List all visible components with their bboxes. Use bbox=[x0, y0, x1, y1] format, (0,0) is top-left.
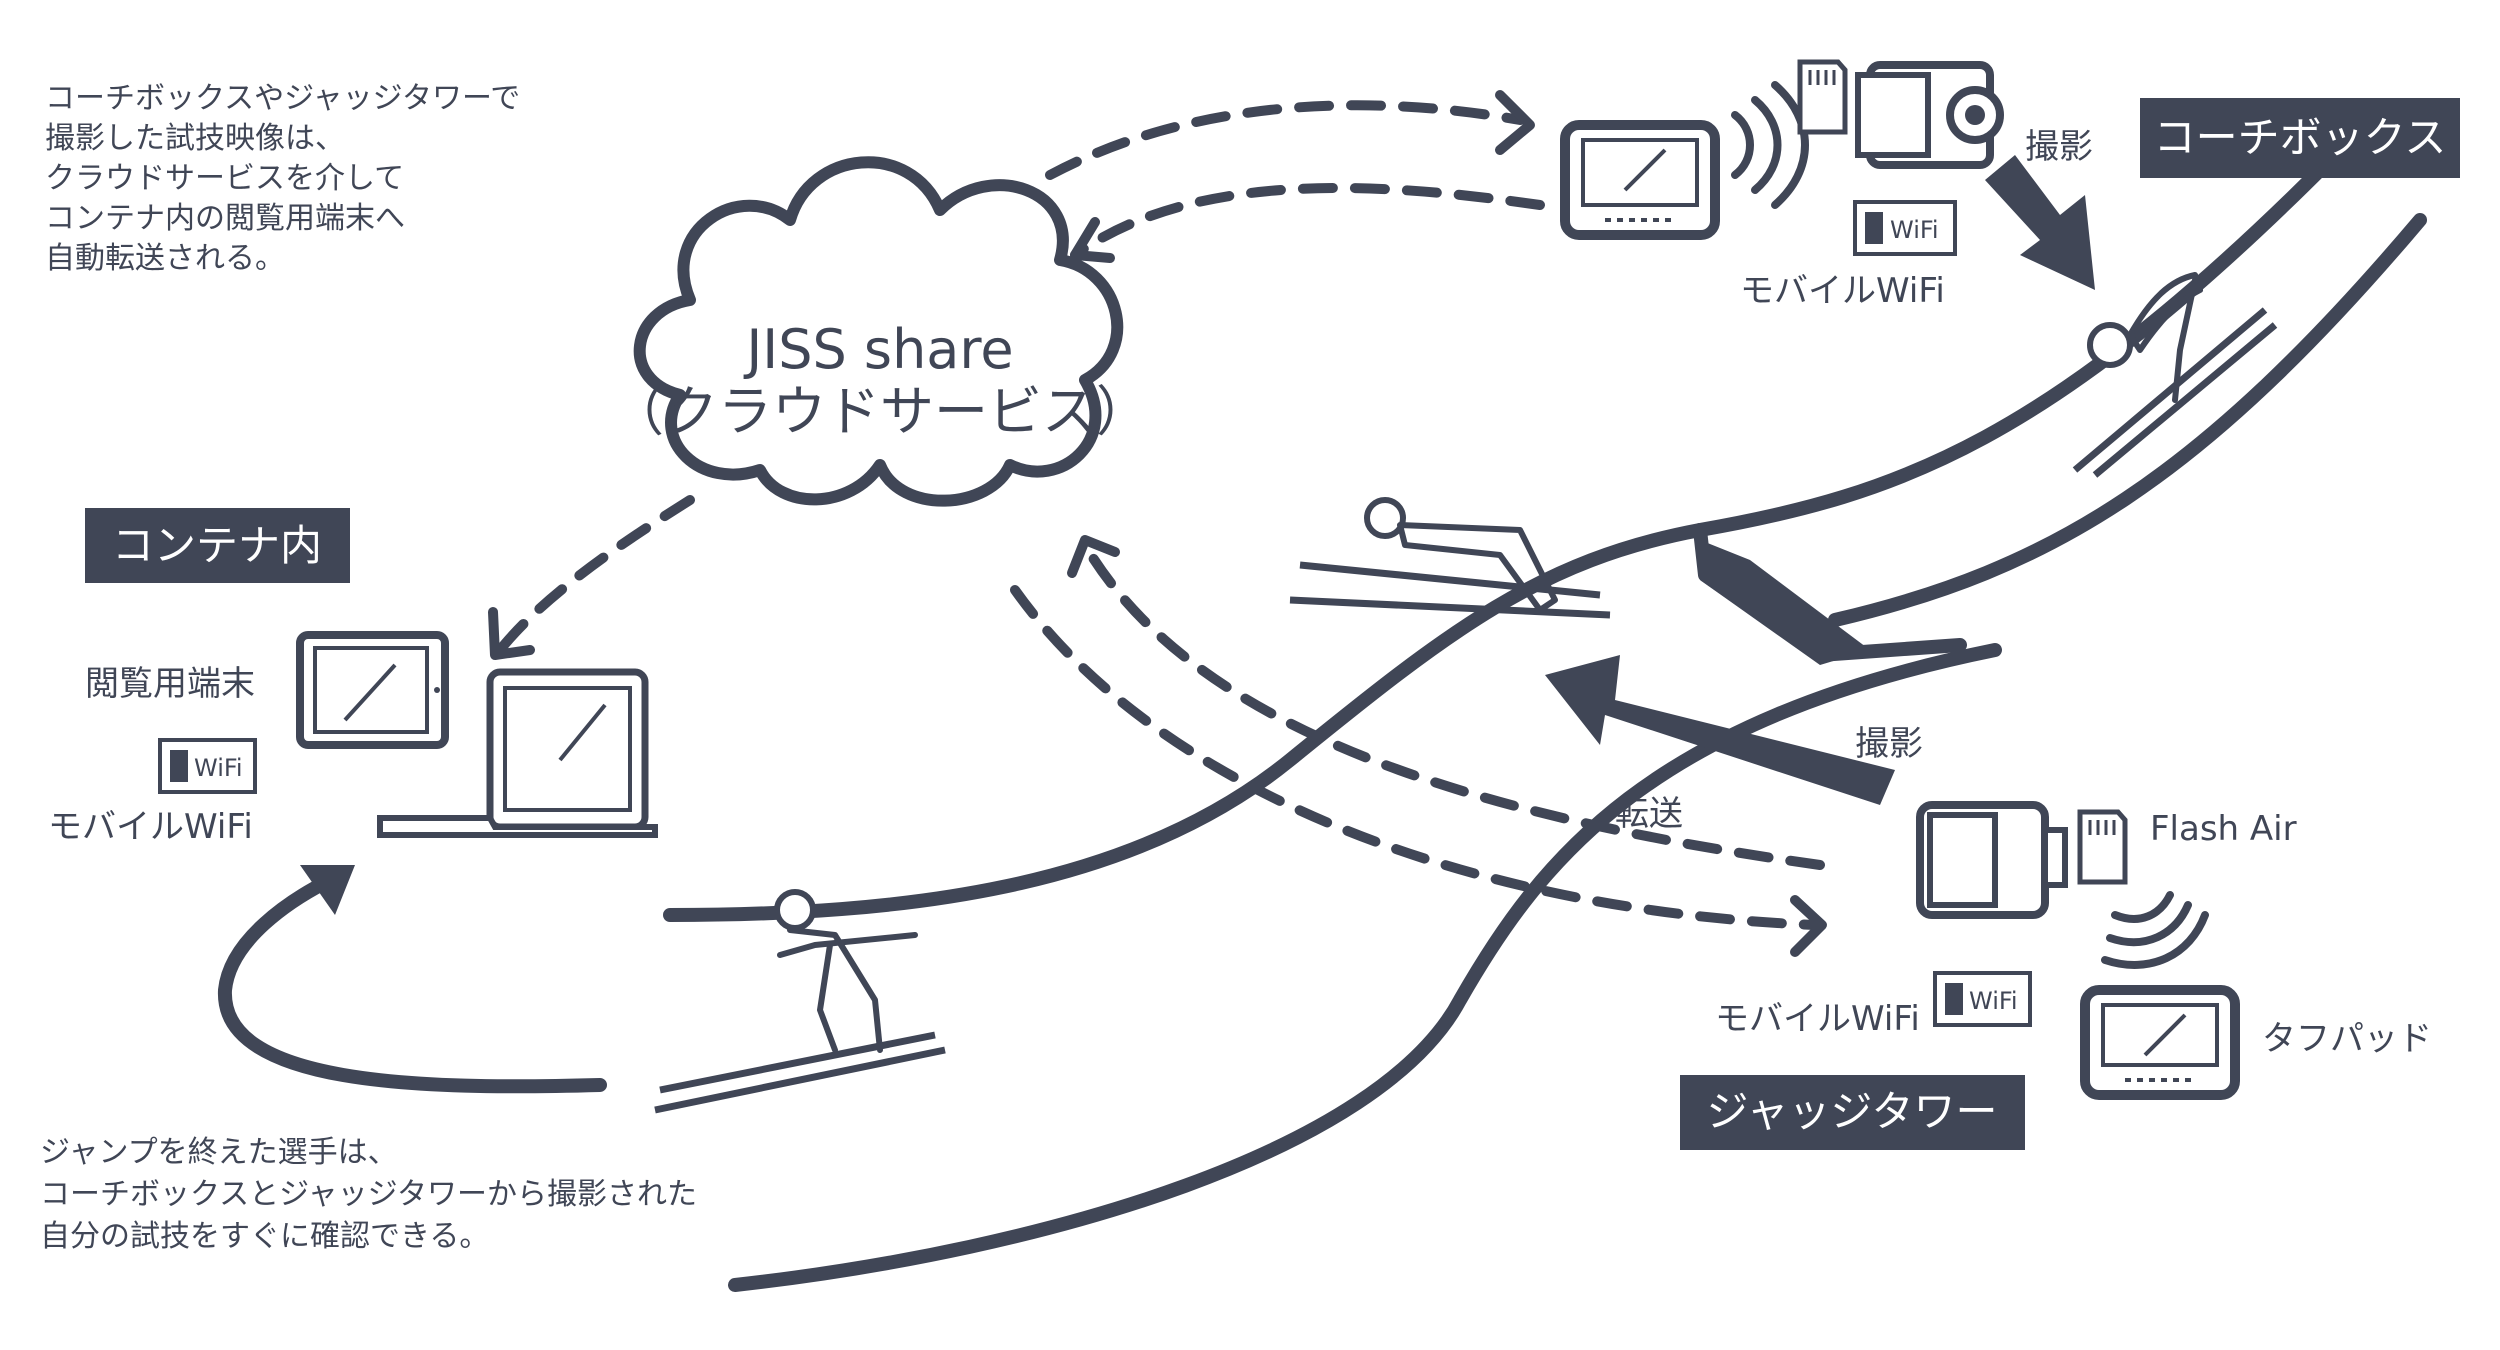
intro-note-line: コーチボックスやジャッジタワーで bbox=[45, 81, 520, 116]
wifi-signal-icon bbox=[2101, 891, 2209, 969]
ski-jumper-icon bbox=[2072, 272, 2278, 478]
wifi-badge-text: WiFi bbox=[194, 754, 243, 782]
svg-text:コンテナ内: コンテナ内 bbox=[112, 521, 322, 570]
tablet-icon bbox=[296, 631, 449, 749]
mobile-wifi-icon: WiFi bbox=[158, 738, 257, 794]
download-arrow-coach bbox=[1045, 90, 1535, 180]
transfer-label: 転送 bbox=[1615, 794, 1683, 834]
rugged-tablet-icon bbox=[1560, 120, 1720, 240]
mobile-wifi-icon: WiFi bbox=[1933, 971, 2032, 1027]
wifi-badge-text: WiFi bbox=[1969, 987, 2018, 1015]
intro-note-line: コンテナ内の閲覧用端末へ bbox=[45, 201, 405, 236]
judge-tower-label: ジャッジタワー bbox=[1680, 1075, 2025, 1150]
intro-note: コーチボックスやジャッジタワーで 撮影した試技映像は、 クラウドサービスを介して… bbox=[45, 81, 520, 276]
mobile-wifi-label-container: モバイルWiFi bbox=[48, 807, 253, 847]
flash-air-label: Flash Air bbox=[2150, 809, 2297, 849]
wifi-signal-icon bbox=[1731, 81, 1809, 209]
video-camera-icon bbox=[1855, 61, 2004, 169]
mobile-wifi-label-judge: モバイルWiFi bbox=[1715, 999, 1920, 1039]
shoot-arrow-top-icon bbox=[1985, 155, 2095, 290]
wifi-badge-text: WiFi bbox=[1890, 216, 1939, 244]
intro-note-line: クラウドサービスを介して bbox=[45, 161, 404, 196]
outro-note-line: コーチボックスとジャッジタワーから撮影された bbox=[40, 1177, 697, 1212]
cloud-subtitle: （クラウドサービス） bbox=[610, 380, 1150, 443]
svg-text:コーチボックス: コーチボックス bbox=[2154, 113, 2447, 162]
video-camera-icon bbox=[1916, 801, 2068, 919]
cloud-title: JISS share bbox=[743, 318, 1013, 381]
upload-arrow-judge bbox=[1067, 535, 1825, 870]
coach-box-label: コーチボックス bbox=[2140, 98, 2460, 178]
download-arrow-judge bbox=[1010, 585, 1827, 957]
sd-card-icon bbox=[2077, 809, 2128, 885]
tough-pad-label: タフパッド bbox=[2262, 1019, 2432, 1059]
ski-jumper-icon bbox=[1289, 497, 1611, 619]
mobile-wifi-label-top: モバイルWiFi bbox=[1740, 271, 1945, 311]
outro-note: ジャンプを終えた選手は、 コーチボックスとジャッジタワーから撮影された 自分の試… bbox=[40, 1135, 697, 1254]
viewer-label: 閲覧用端末 bbox=[85, 664, 255, 704]
intro-note-line: 自動転送される。 bbox=[45, 241, 285, 276]
sd-card-icon bbox=[1797, 59, 1848, 135]
upload-arrow-coach bbox=[1070, 182, 1545, 263]
intro-note-line: 撮影した試技映像は、 bbox=[45, 121, 345, 156]
outro-note-line: ジャンプを終えた選手は、 bbox=[40, 1135, 398, 1170]
svg-text:ジャッジタワー: ジャッジタワー bbox=[1706, 1087, 1997, 1136]
return-arrow-icon bbox=[217, 865, 607, 1094]
shoot-label-bottom: 撮影 bbox=[1855, 724, 1923, 764]
cloud-to-container-arrow bbox=[488, 495, 695, 660]
ski-jumper-icon bbox=[654, 889, 946, 1114]
cloud-icon: JISS share （クラウドサービス） bbox=[610, 156, 1150, 507]
mobile-wifi-icon: WiFi bbox=[1853, 200, 1957, 256]
shoot-arrow-bottom-icon bbox=[1545, 655, 1895, 805]
shoot-label-top: 撮影 bbox=[2025, 127, 2093, 167]
laptop-icon bbox=[377, 668, 658, 838]
outro-note-line: 自分の試技をすぐに確認できる。 bbox=[40, 1219, 489, 1254]
rugged-tablet-icon bbox=[2080, 985, 2240, 1100]
container-label: コンテナ内 bbox=[85, 508, 350, 583]
